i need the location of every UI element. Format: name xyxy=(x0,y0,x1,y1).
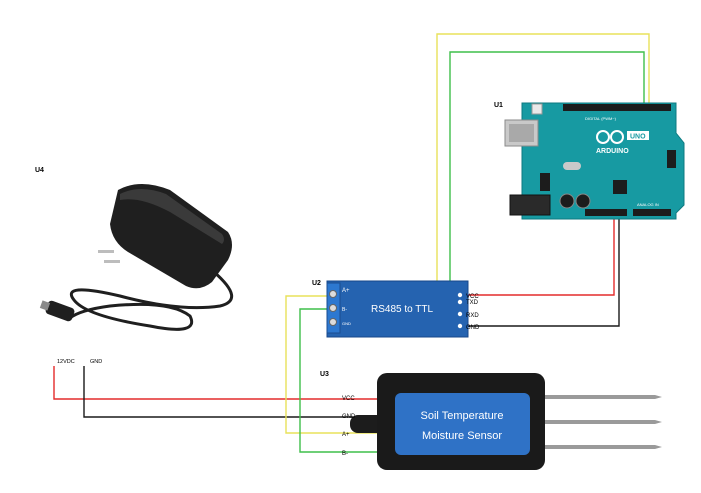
icsp-header xyxy=(667,150,676,168)
adapter-plug xyxy=(45,300,75,322)
adapter-cable xyxy=(69,270,233,331)
adapter-body-highlight xyxy=(120,189,224,244)
uno-badge xyxy=(627,131,649,140)
dc-jack xyxy=(509,194,551,216)
rs485-pin-gnd-left: GND xyxy=(342,321,351,326)
sensor-wire-b: B- xyxy=(342,451,348,457)
power-adapter: U4 12VDC GND xyxy=(35,167,233,365)
rs485-pin-b: B- xyxy=(342,307,347,313)
wire-yellow-a xyxy=(285,295,392,434)
wire-green-b xyxy=(299,308,392,453)
rs485-pin-a: A+ xyxy=(342,288,350,294)
sensor-wire-vcc: VCC xyxy=(342,396,355,402)
power-header xyxy=(585,209,627,216)
u3-label: U3 xyxy=(320,371,329,378)
wire-red-vcc-arduino xyxy=(464,218,615,296)
adapter-prong-2 xyxy=(104,260,120,263)
uno-badge-text: UNO xyxy=(630,134,646,141)
reset-button xyxy=(531,103,543,115)
u2-label: U2 xyxy=(312,280,321,287)
rs485-pin-vcc: VCC xyxy=(466,294,479,300)
analog-header-label: ANALOG IN xyxy=(637,202,659,207)
sensor-label-panel xyxy=(395,393,530,455)
rs485-module: U2 A+ B- GND RS485 to TTL VCC TXD RXD GN… xyxy=(312,280,480,338)
rs485-pin-rxd: RXD xyxy=(466,313,479,319)
terminal-screw-b xyxy=(329,304,337,312)
pin-hole-rxd xyxy=(457,311,463,317)
pin-hole-vcc xyxy=(457,292,463,298)
adapter-plug-tip xyxy=(39,300,51,311)
adapter-prong-1 xyxy=(98,250,114,253)
pin-hole-txd xyxy=(457,299,463,305)
capacitor-2 xyxy=(575,193,591,209)
arduino-logo xyxy=(596,130,624,144)
sensor-wire-gnd: GND xyxy=(342,414,356,420)
terminal-screw-a xyxy=(329,290,337,298)
rs485-pcb xyxy=(326,280,469,338)
adapter-terminal-12vdc: 12VDC xyxy=(57,359,75,365)
sensor-title-line1: Soil Temperature xyxy=(421,410,504,422)
digital-header-label: DIGITAL (PWM~) xyxy=(585,116,617,121)
rs485-pin-gnd-right: GND xyxy=(466,325,480,331)
wire-black-gnd-arduino xyxy=(464,218,620,327)
crystal xyxy=(563,162,581,170)
soil-sensor: U3 Soil Temperature Moisture Sensor VCC … xyxy=(320,371,662,470)
sensor-probes xyxy=(540,395,662,449)
rs485-pin-txd: TXD xyxy=(466,300,479,306)
analog-header xyxy=(633,209,671,216)
sensor-title-line2: Moisture Sensor xyxy=(422,430,502,442)
usb-chip xyxy=(540,173,550,191)
adapter-terminal-gnd: GND xyxy=(90,359,102,365)
terminal-screw-gnd xyxy=(329,318,337,326)
digital-header xyxy=(563,104,671,111)
usb-port-inner xyxy=(509,124,534,142)
pin-hole-gnd xyxy=(457,323,463,329)
arduino-brand-text: ARDUINO xyxy=(596,148,629,155)
rs485-title: RS485 to TTL xyxy=(371,304,434,315)
u4-label: U4 xyxy=(35,167,44,174)
main-chip xyxy=(613,180,627,194)
capacitor-1 xyxy=(559,193,575,209)
wire-red-12vdc xyxy=(53,366,392,400)
adapter-body xyxy=(110,184,232,289)
arduino-uno-board: U1 DIGITAL (PWM~) ANALOG IN UNO ARDUINO xyxy=(494,102,685,220)
sensor-wire-a: A+ xyxy=(342,432,350,438)
wire-black-gnd-power xyxy=(83,366,392,418)
u1-label: U1 xyxy=(494,102,503,109)
